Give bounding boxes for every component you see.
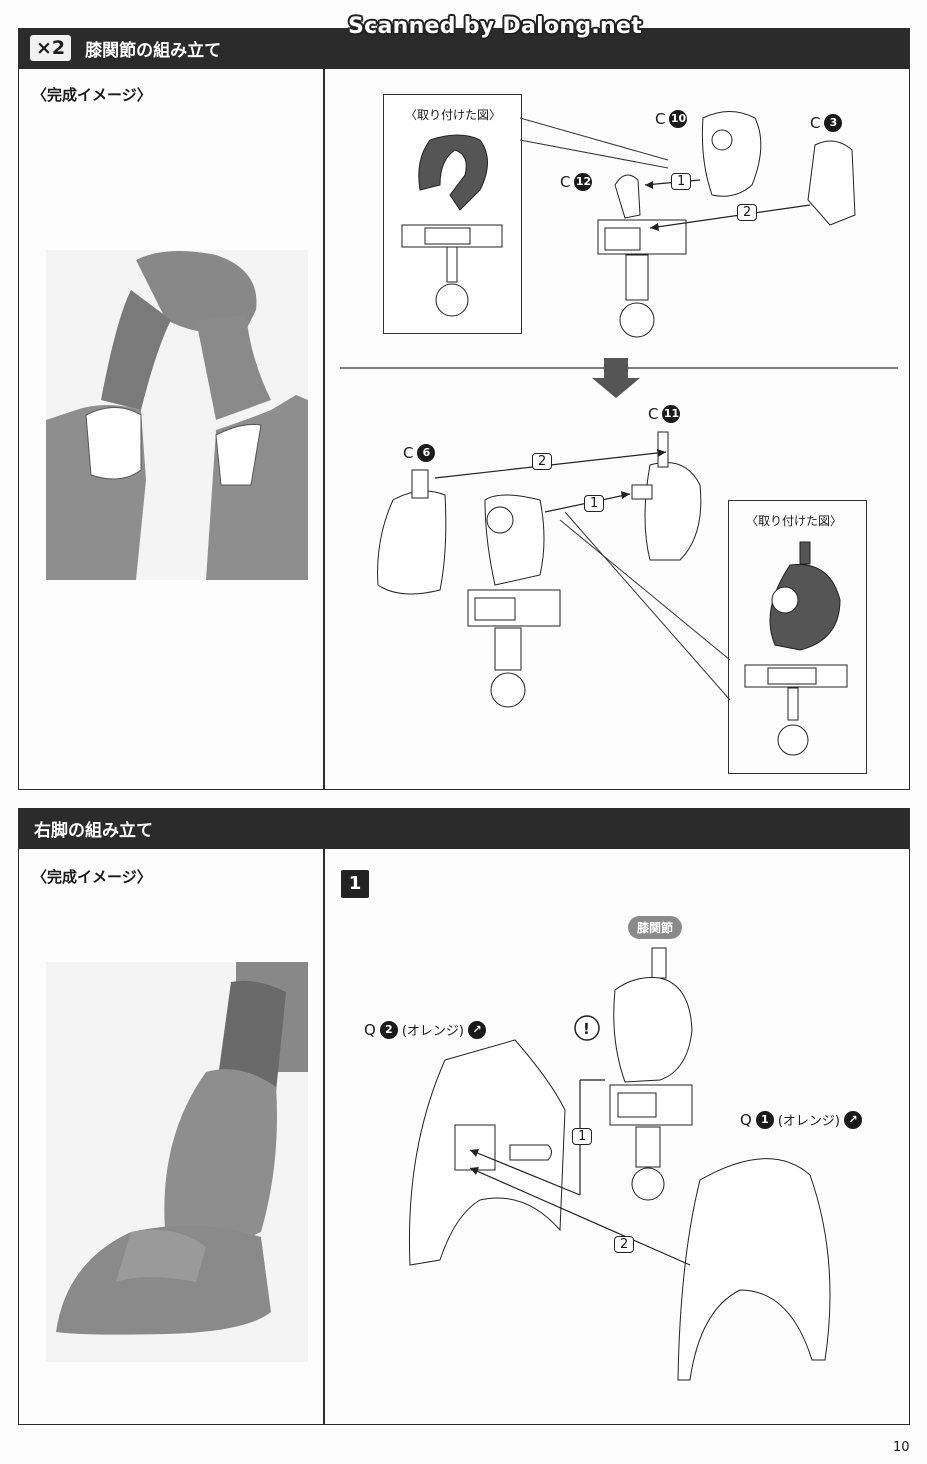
right-leg-completed-photo: [46, 962, 308, 1362]
part-label-c10: C 10: [655, 110, 688, 128]
step-marker-1-leg: 1: [572, 1128, 593, 1145]
callout-title-top: 〈取り付けた図〉: [405, 108, 502, 122]
knee-joint-tag: 膝関節: [628, 916, 683, 939]
section-box-right-leg: [18, 848, 910, 1425]
part-label-c11: C 11: [648, 405, 681, 423]
callout-title-bottom: 〈取り付けた図〉: [746, 514, 843, 528]
quantity-badge: ×2: [30, 35, 72, 61]
completed-image-label: 〈完成イメージ〉: [32, 86, 152, 104]
part-label-q1: Q 1 (オレンジ) ↗: [740, 1110, 862, 1129]
section-header-right-leg: 右脚の組み立て: [18, 808, 910, 848]
paint-icon: ↗: [467, 1020, 486, 1039]
part-label-q2: Q 2 (オレンジ) ↗: [364, 1020, 486, 1039]
step-marker-2-top: 2: [737, 204, 758, 221]
completed-image-label-right-leg: 〈完成イメージ〉: [32, 868, 152, 886]
part-label-c3: C 3: [810, 114, 843, 132]
knee-completed-photo: [46, 250, 308, 580]
right-leg-photo-art: [56, 962, 308, 1335]
column-divider: [323, 68, 325, 789]
part-label-c6: C 6: [403, 444, 436, 462]
paint-icon: ↗: [843, 1110, 862, 1129]
step-number-badge: 1: [341, 870, 369, 898]
part-label-c12: C 12: [560, 173, 593, 191]
svg-text:!: !: [583, 1020, 590, 1038]
scanner-watermark: Scanned by Dalong.net: [348, 14, 643, 39]
callout-attached-view-bottom: [728, 500, 867, 774]
section-box-knee: [18, 68, 910, 790]
step-marker-2-bottom: 2: [532, 453, 553, 470]
page-number: 10: [893, 1440, 910, 1455]
step-marker-1-bottom: 1: [584, 495, 605, 512]
step-marker-2-leg: 2: [614, 1236, 635, 1253]
knee-photo-art: [46, 251, 308, 580]
section-title: 膝関節の組み立て: [85, 40, 222, 61]
section-title-right-leg: 右脚の組み立て: [34, 820, 153, 841]
column-divider-right-leg: [323, 848, 325, 1424]
step-marker-1-top: 1: [671, 173, 692, 190]
section-header-knee: ×2 膝関節の組み立て: [18, 28, 910, 68]
